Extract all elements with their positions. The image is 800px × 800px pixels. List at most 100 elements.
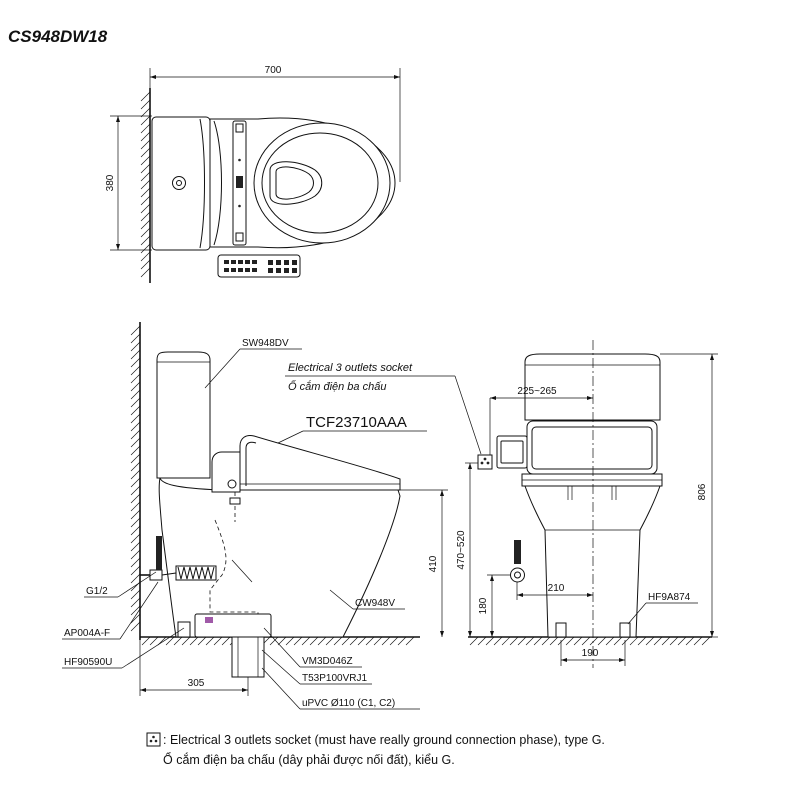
hatch-line xyxy=(173,636,183,646)
leader-line xyxy=(119,581,159,640)
hatch-line xyxy=(140,131,151,142)
seat-lid xyxy=(239,435,401,491)
hatch-line xyxy=(130,557,141,568)
hatch-line xyxy=(685,636,695,646)
hatch-line xyxy=(181,636,191,646)
hatch-line xyxy=(140,115,151,126)
hatch-line xyxy=(517,636,527,646)
leader-line xyxy=(204,348,241,389)
hatch-line xyxy=(597,636,607,646)
hatch-line xyxy=(301,636,311,646)
hatch-line xyxy=(130,541,141,552)
wall-hatching xyxy=(130,325,141,632)
hatch-line xyxy=(140,251,151,262)
socket-pin xyxy=(152,735,155,739)
flange-marker xyxy=(205,617,213,623)
dimension-arrowhead xyxy=(710,631,714,637)
hatch-line xyxy=(349,636,359,646)
hatch-line xyxy=(141,636,151,646)
hatch-line xyxy=(140,211,151,222)
hatch-line xyxy=(213,636,223,646)
hatch-line xyxy=(130,477,141,488)
hatch-line xyxy=(149,636,159,646)
hatch-line xyxy=(130,413,141,424)
side-control-unit xyxy=(496,435,528,469)
hatch-line xyxy=(130,445,141,456)
socket-pin xyxy=(480,461,484,465)
leader-line xyxy=(261,649,301,685)
remote-key xyxy=(231,260,236,264)
hatch-line xyxy=(693,636,703,646)
top-view: 700 380 xyxy=(105,65,401,283)
socket-pin xyxy=(149,739,153,743)
dimension-arrowhead xyxy=(116,244,120,250)
remote-key xyxy=(268,268,273,273)
hatch-line xyxy=(669,636,679,646)
hatch-line xyxy=(130,469,141,480)
dimension-bolt-spacing-label: 190 xyxy=(582,648,599,659)
hatch-line xyxy=(389,636,399,646)
hatch-line xyxy=(557,636,567,646)
hatch-line xyxy=(130,429,141,440)
dimension-rough-in-label: 305 xyxy=(188,678,205,689)
hatch-line xyxy=(140,163,151,174)
washlet-front xyxy=(526,420,658,475)
bolt-label: HF9A874 xyxy=(648,592,691,603)
tank-model-label: SW948DV xyxy=(242,338,289,349)
hatch-line xyxy=(140,203,151,214)
hatch-line xyxy=(130,517,141,528)
front-view: 225~265 806 210 180 190 HF9A874 xyxy=(468,340,718,668)
hatch-line xyxy=(130,405,141,416)
hose-label: HF90590U xyxy=(64,657,112,668)
water-fitting xyxy=(229,497,241,505)
hatch-line xyxy=(130,549,141,560)
hatch-line xyxy=(130,485,141,496)
hatch-line xyxy=(661,636,671,646)
remote-key xyxy=(284,268,289,273)
hinge-cap xyxy=(235,123,244,133)
hatch-line xyxy=(130,381,141,392)
trapway xyxy=(209,519,259,637)
dimension-socket-offset-label: 225~265 xyxy=(517,386,557,397)
dimension-arrowhead xyxy=(440,490,444,496)
bowl-body xyxy=(158,476,401,638)
seat-base-curve xyxy=(213,120,222,246)
valve-center xyxy=(514,571,521,579)
hatch-line xyxy=(333,636,343,646)
seat-model-label: TCF23710AAA xyxy=(306,414,407,431)
hatch-line xyxy=(130,461,141,472)
dimension-arrowhead xyxy=(561,658,567,662)
hatch-line xyxy=(130,493,141,504)
hatch-line xyxy=(581,636,591,646)
dimension-width-label: 700 xyxy=(265,65,282,76)
seat-opening-inner xyxy=(275,166,314,200)
remote-key xyxy=(245,268,250,272)
socket-label-vi: Ổ cắm điện ba chấu xyxy=(288,380,386,393)
dimension-arrowhead xyxy=(587,593,593,597)
hatch-line xyxy=(477,636,487,646)
hatch-line xyxy=(140,139,151,150)
hatch-line xyxy=(140,123,151,134)
floor-bolt xyxy=(619,622,631,638)
wall-hatching xyxy=(140,91,151,278)
leader-line xyxy=(261,667,301,710)
hatch-line xyxy=(533,636,543,646)
lid-inner-line xyxy=(245,441,257,486)
hatch-line xyxy=(130,397,141,408)
dimension-supply-offset-label: 210 xyxy=(548,583,565,594)
hatch-line xyxy=(277,636,287,646)
hatch-line xyxy=(405,636,415,646)
hatch-line xyxy=(637,636,647,646)
dimension-arrowhead xyxy=(710,354,714,360)
hinge-dot xyxy=(238,204,241,208)
adapter-label: T53P100VRJ1 xyxy=(302,673,367,684)
hatch-line xyxy=(565,636,575,646)
remote-key xyxy=(252,268,257,272)
dimension-arrowhead xyxy=(468,631,472,637)
dimension-arrowhead xyxy=(517,593,523,597)
remote-key xyxy=(238,268,243,272)
hatch-line xyxy=(701,636,711,646)
hatch-line xyxy=(197,636,207,646)
hinge-dot xyxy=(238,158,241,162)
